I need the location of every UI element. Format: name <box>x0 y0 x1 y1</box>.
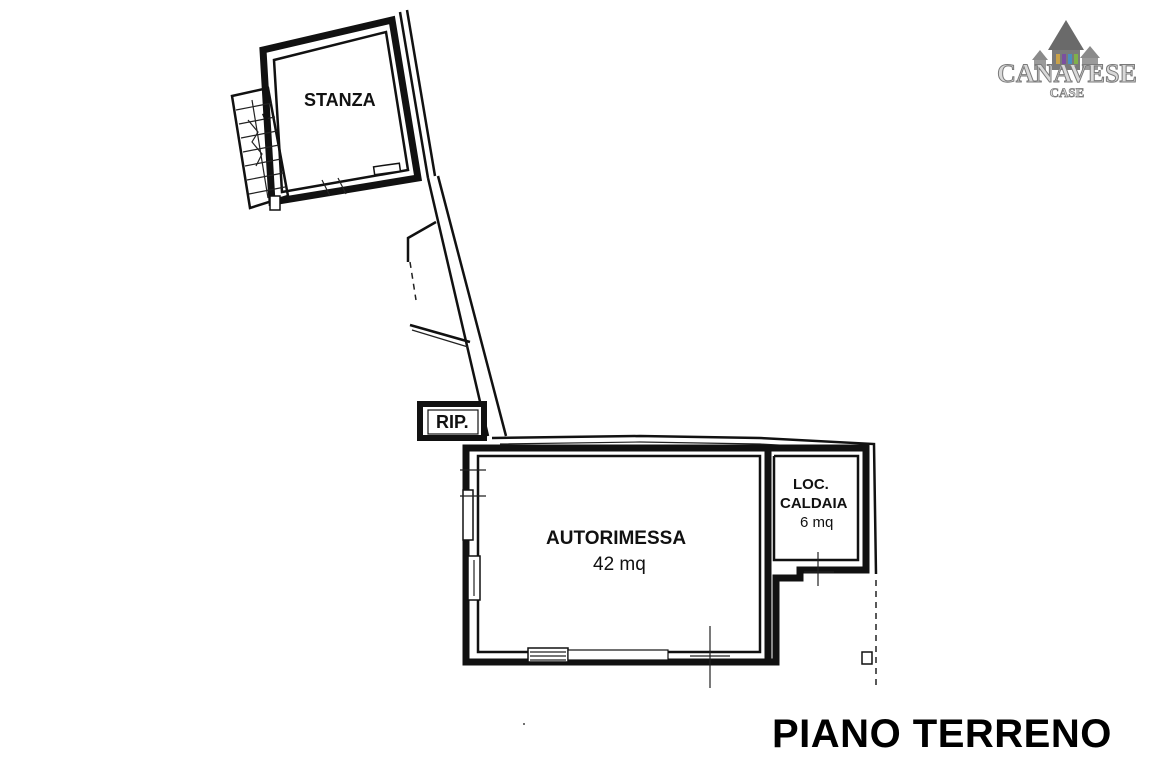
room-caldaia <box>768 444 870 666</box>
label-autorimessa: AUTORIMESSA <box>546 528 686 549</box>
corridor <box>406 175 508 437</box>
area-autorimessa: 42 mq <box>593 554 646 575</box>
logo-sub: CASE <box>1050 85 1085 100</box>
stair <box>230 86 290 211</box>
houses-icon <box>1032 20 1100 70</box>
exterior-edge <box>523 580 877 725</box>
label-caldaia-line1: LOC. <box>793 476 829 493</box>
logo-brand: CANAVESE <box>997 59 1137 88</box>
canavese-case-logo: CANAVESE CASE <box>992 14 1142 100</box>
room-stanza <box>259 9 437 207</box>
label-rip: RIP. <box>436 412 469 432</box>
room-autorimessa <box>460 434 878 688</box>
room-rip <box>417 401 487 441</box>
label-stanza: STANZA <box>304 90 376 110</box>
plan-title: PIANO TERRENO <box>772 712 1112 756</box>
area-caldaia: 6 mq <box>800 514 833 531</box>
label-caldaia-line2: CALDAIA <box>780 495 848 512</box>
